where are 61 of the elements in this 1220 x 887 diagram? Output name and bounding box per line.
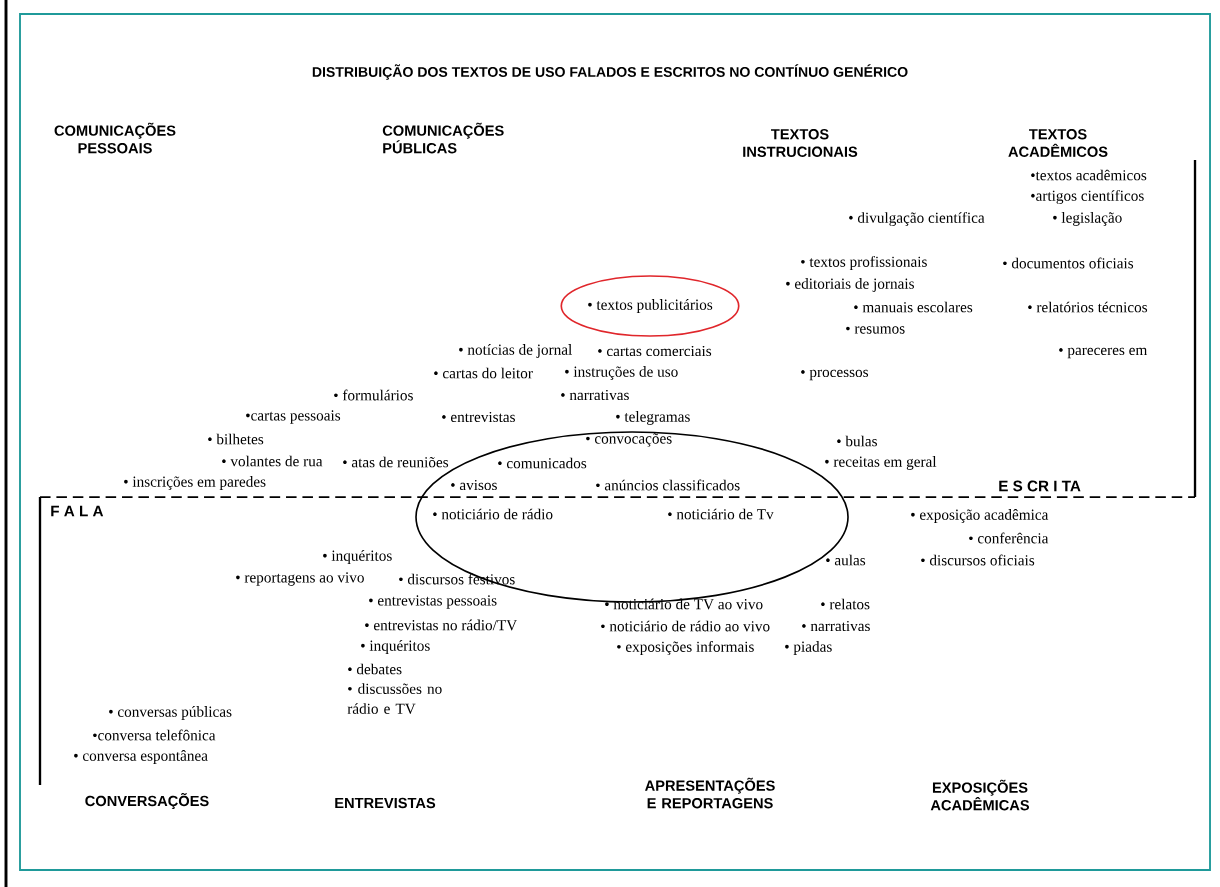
list-item: • inscrições em paredes [124,476,266,490]
category-heading: TEXTOS INSTRUCIONAIS [743,129,858,157]
list-item: • entrevistas no rádio/TV [365,619,517,631]
category-heading: TEXTOS ACADÊMICOS [1008,129,1108,157]
list-item: • reportagens ao vivo [236,572,364,586]
list-item: •textos acadêmicos [1031,169,1147,181]
list-item: • inquéritos [361,640,430,654]
list-item: •artigos científicos [1031,190,1144,204]
list-item: • documentos oficiais [1003,257,1134,269]
list-item: • resumos [846,326,905,334]
category-heading: COMUNICAÇÕES PESSOAIS [54,122,176,154]
list-item: • debates [348,663,402,675]
category-heading: ENTREVISTAS [335,797,436,809]
circled-item: • textos publicitários [560,275,740,337]
list-item: • volantes de rua [222,455,323,467]
list-item: •conversa telefônica [93,729,216,741]
list-item: • piadas [785,641,832,655]
list-item: • convocações [586,433,672,447]
list-item: • legislação [1053,212,1122,226]
list-item: • entrevistas pessoais [369,595,497,609]
list-item: • notícias de jornal [459,344,572,358]
list-item: • discussões no rádio e TV [347,683,442,714]
list-item: •cartas pessoais [246,410,341,424]
list-item: • cartas do leitor [434,367,533,379]
category-heading: CONVERSAÇÕES [85,793,209,810]
section-label: F A L A [51,505,104,517]
list-item: • conversa espontânea [74,750,208,764]
list-item: • aulas [826,554,866,566]
list-item: • noticiário de rádio ao vivo [601,620,770,632]
list-item: • editoriais de jornais [786,278,914,292]
list-item: • relatórios técnicos [1028,301,1148,313]
list-item: • conversas públicas [109,706,232,720]
list-item: • conferência [969,532,1049,544]
section-label: E S CR I TA [999,480,1081,492]
list-item: • pareceres em [1059,347,1148,359]
category-heading: EXPOSIÇÕES ACADÊMICAS [930,779,1030,811]
list-item: • receitas em geral [825,456,937,470]
list-item: • noticiário de rádio [433,508,553,520]
list-item: • formulários [334,389,413,401]
list-item: • manuais escolares [854,301,973,313]
category-heading: COMUNICAÇÕES PÚBLICAS [382,122,504,154]
list-item: • noticiário de Tv [668,508,774,520]
list-item: • bilhetes [208,433,264,445]
list-item: • atas de reuniões [343,456,449,468]
title: DISTRIBUIÇÃO DOS TEXTOS DE USO FALADOS E ESCRITOS NO CONTÍNUO GENÉRICO [312,64,908,80]
list-item: • narrativas [561,389,629,401]
list-item: • bulas [837,435,877,447]
list-item: • exposição acadêmica [911,509,1049,523]
list-item: • instruções de uso [565,366,678,380]
list-item: • avisos [451,479,497,491]
category-heading: APRESENTAÇÕES E REPORTAGENS [645,777,775,809]
list-item: • anúncios classificados [596,479,740,491]
list-item: • narrativas [802,620,870,632]
list-item: • relatos [821,598,870,610]
list-item: • discursos oficiais [921,554,1035,566]
list-item: • processos [801,369,869,381]
list-item: • divulgação científica [849,212,985,226]
list-item: • comunicados [498,457,587,469]
list-item: • textos profissionais [801,256,927,270]
list-item: • inquéritos [323,550,392,564]
list-item: • exposições informais [617,641,754,655]
